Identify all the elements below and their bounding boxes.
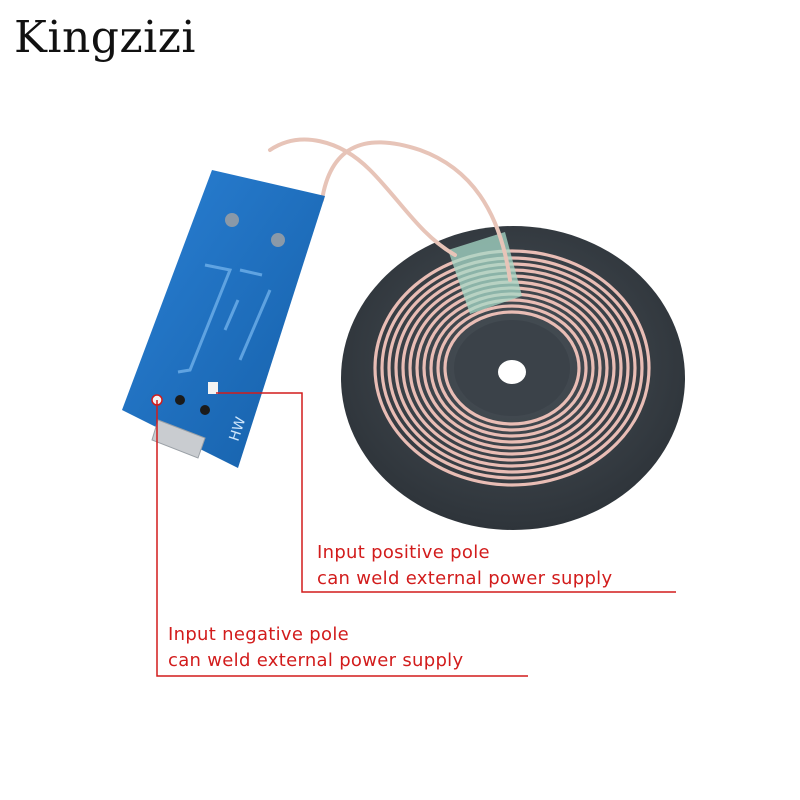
pcb-traces [177,263,272,374]
positive-pole-label: Input positive pole can weld external po… [317,542,613,589]
brand-logo-text: Kingzizi [14,12,196,63]
negative-pole-label: Input negative pole can weld external po… [168,624,464,671]
lead-wires [268,137,512,282]
board-silkscreen: HW [227,415,250,443]
usb-connector [151,419,206,459]
pcb-board [122,170,325,468]
center-hole [498,360,526,384]
annotation-lines [156,392,676,677]
